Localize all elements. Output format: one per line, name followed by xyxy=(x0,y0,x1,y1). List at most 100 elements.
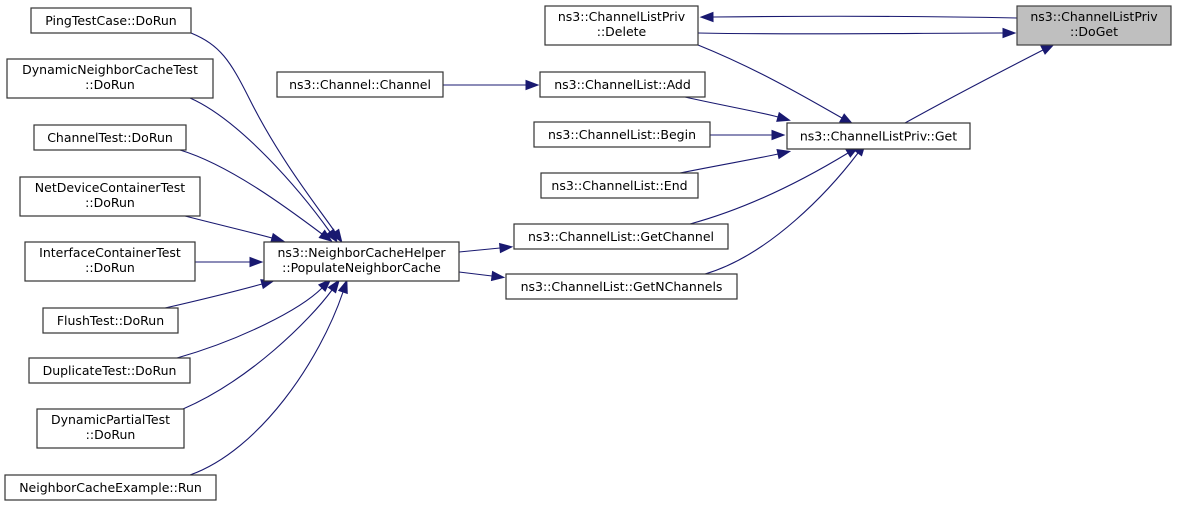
edge-channel-to-add xyxy=(443,79,540,91)
node-dynpart[interactable]: DynamicPartialTest::DoRun xyxy=(36,408,185,449)
node-box xyxy=(42,307,179,334)
edge-line xyxy=(697,32,1004,35)
node-box xyxy=(19,176,201,217)
node-label: ::DoRun xyxy=(86,427,136,442)
arrowhead-icon xyxy=(327,279,340,294)
arrowhead-icon xyxy=(337,279,348,295)
edge-line xyxy=(704,152,859,275)
node-box xyxy=(30,7,192,34)
edge-dynpart-to-populate xyxy=(182,279,340,410)
arrowhead-icon xyxy=(699,11,714,23)
edge-end-to-get xyxy=(679,149,792,174)
edge-begin-to-get xyxy=(710,129,786,141)
node-box xyxy=(24,241,196,282)
edge-line xyxy=(679,153,779,174)
node-label: ns3::ChannelList::Add xyxy=(554,77,691,92)
edge-iface-to-populate xyxy=(195,256,264,268)
node-label: NeighborCacheExample::Run xyxy=(19,480,202,495)
node-label: ns3::ChannelListPriv xyxy=(558,9,686,24)
arrowhead-icon xyxy=(490,270,506,282)
arrowhead-icon xyxy=(776,149,792,160)
edge-line xyxy=(904,49,1044,124)
node-box xyxy=(263,241,460,282)
node-label: ::DoRun xyxy=(85,195,135,210)
node-flush[interactable]: FlushTest::DoRun xyxy=(42,307,179,334)
node-get[interactable]: ns3::ChannelListPriv::Get xyxy=(786,122,971,150)
node-iface[interactable]: InterfaceContainerTest::DoRun xyxy=(24,241,196,282)
node-label: ns3::ChannelList::GetChannel xyxy=(528,229,714,244)
node-label: ::Delete xyxy=(597,24,647,39)
node-label: ns3::NeighborCacheHelper xyxy=(277,245,446,260)
node-label: ns3::ChannelList::End xyxy=(551,178,687,193)
node-box xyxy=(33,124,187,151)
nodes-layer: ns3::ChannelListPriv::DoGetns3::ChannelL… xyxy=(4,5,1172,501)
edge-delete-to-get xyxy=(697,44,854,125)
edge-netdev-to-populate xyxy=(184,215,285,243)
node-label: ns3::ChannelListPriv xyxy=(1030,9,1158,24)
edge-line xyxy=(689,152,849,225)
node-box xyxy=(6,58,214,99)
arrowhead-icon xyxy=(1002,27,1017,39)
node-label: ns3::Channel::Channel xyxy=(289,77,431,92)
edge-line xyxy=(697,44,843,119)
edge-line xyxy=(189,97,331,233)
edge-doget-to-delete xyxy=(699,11,1018,23)
node-box xyxy=(4,474,217,501)
node-dynnc[interactable]: DynamicNeighborCacheTest::DoRun xyxy=(6,58,214,99)
node-netdev[interactable]: NetDeviceContainerTest::DoRun xyxy=(19,176,201,217)
edge-line xyxy=(164,283,263,309)
node-box xyxy=(540,172,699,199)
arrowhead-icon xyxy=(771,129,786,141)
edge-dynnc-to-populate xyxy=(189,97,338,243)
edges-layer xyxy=(164,11,1055,476)
node-chtest[interactable]: ChannelTest::DoRun xyxy=(33,124,187,151)
edge-add-to-get xyxy=(684,96,791,122)
node-box xyxy=(544,5,699,46)
node-label: NetDeviceContainerTest xyxy=(35,180,185,195)
edge-line xyxy=(458,271,493,277)
node-delete[interactable]: ns3::ChannelListPriv::Delete xyxy=(544,5,699,46)
arrowhead-icon xyxy=(1040,43,1055,55)
node-box xyxy=(539,71,706,98)
edge-ping-to-populate xyxy=(190,32,343,244)
node-label: DynamicNeighborCacheTest xyxy=(22,62,198,77)
node-box xyxy=(513,223,729,250)
edge-delete-to-doget xyxy=(697,27,1017,39)
node-getnchannels[interactable]: ns3::ChannelList::GetNChannels xyxy=(505,273,738,300)
edge-line xyxy=(684,96,779,118)
edge-ncex-to-populate xyxy=(189,279,348,476)
node-end[interactable]: ns3::ChannelList::End xyxy=(540,172,699,199)
edge-dup-to-populate xyxy=(176,278,332,359)
arrowhead-icon xyxy=(498,242,514,254)
edge-line xyxy=(176,287,323,359)
edge-line xyxy=(189,291,344,476)
edge-line xyxy=(190,32,336,233)
node-label: ::PopulateNeighborCache xyxy=(282,260,441,275)
arrowhead-icon xyxy=(249,256,264,268)
arrowhead-icon xyxy=(318,229,333,243)
node-label: InterfaceContainerTest xyxy=(39,245,181,260)
node-getchannel[interactable]: ns3::ChannelList::GetChannel xyxy=(513,223,729,250)
node-label: ns3::ChannelListPriv::Get xyxy=(800,129,957,144)
node-label: ns3::ChannelList::GetNChannels xyxy=(521,279,723,294)
arrowhead-icon xyxy=(325,228,338,243)
node-channel[interactable]: ns3::Channel::Channel xyxy=(276,71,444,98)
node-dup[interactable]: DuplicateTest::DoRun xyxy=(28,357,191,384)
edge-chtest-to-populate xyxy=(179,149,333,243)
edge-getchannel-to-get xyxy=(689,146,860,225)
edge-flush-to-populate xyxy=(164,279,275,309)
edge-line xyxy=(712,15,1018,19)
node-ping[interactable]: PingTestCase::DoRun xyxy=(30,7,192,34)
node-ncex[interactable]: NeighborCacheExample::Run xyxy=(4,474,217,501)
node-box xyxy=(276,71,444,98)
node-box xyxy=(505,273,738,300)
node-box xyxy=(533,121,711,148)
node-add[interactable]: ns3::ChannelList::Add xyxy=(539,71,706,98)
arrowhead-icon xyxy=(317,278,332,293)
arrowhead-icon xyxy=(525,79,540,91)
node-begin[interactable]: ns3::ChannelList::Begin xyxy=(533,121,711,148)
node-doget: ns3::ChannelListPriv::DoGet xyxy=(1016,5,1172,46)
node-populate[interactable]: ns3::NeighborCacheHelper::PopulateNeighb… xyxy=(263,241,460,282)
edge-line xyxy=(458,247,501,253)
node-label: DuplicateTest::DoRun xyxy=(43,363,177,378)
